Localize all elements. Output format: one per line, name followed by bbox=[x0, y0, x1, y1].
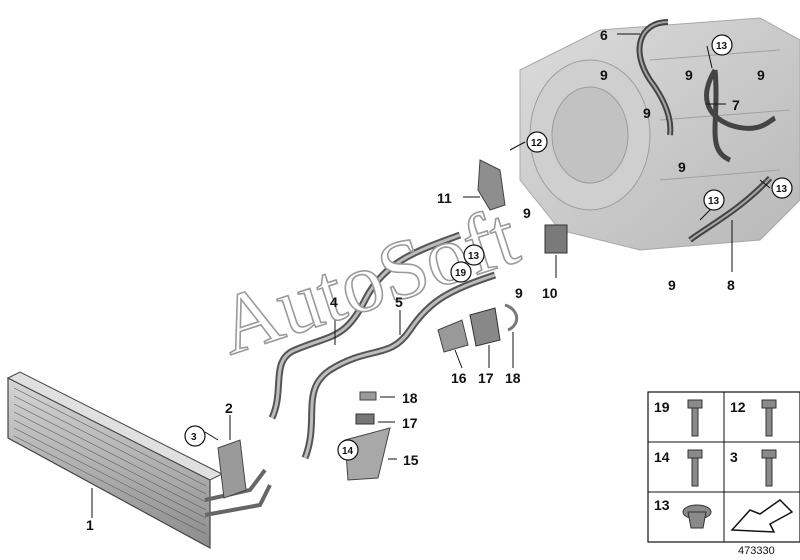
part-labels: 1 2 4 5 6 7 8 9 9 9 9 9 9 9 9 10 11 15 1… bbox=[86, 27, 765, 533]
circled-label-13d: 13 bbox=[468, 251, 480, 262]
bolt-icon-14 bbox=[687, 449, 703, 487]
clamp-18 bbox=[504, 303, 519, 332]
pipe-8 bbox=[688, 175, 773, 243]
label-9a: 9 bbox=[600, 67, 608, 83]
grid-label-19: 19 bbox=[654, 399, 670, 415]
grid-label-3: 3 bbox=[730, 449, 738, 465]
label-9b: 9 bbox=[685, 67, 693, 83]
bolt-icon-12 bbox=[761, 399, 777, 437]
bracket-15 bbox=[344, 427, 391, 481]
label-10: 10 bbox=[542, 285, 558, 301]
arrow-icon bbox=[730, 499, 794, 533]
transmission-housing bbox=[519, 17, 800, 251]
hose-4 bbox=[268, 231, 462, 420]
label-6: 6 bbox=[600, 27, 608, 43]
label-16: 16 bbox=[451, 370, 467, 386]
clamp-small-17 bbox=[355, 413, 375, 425]
label-9f: 9 bbox=[523, 205, 531, 221]
label-2: 2 bbox=[225, 400, 233, 416]
valve-10 bbox=[544, 224, 568, 254]
circled-label-3: 3 bbox=[191, 432, 197, 443]
label-9d: 9 bbox=[643, 105, 651, 121]
label-8: 8 bbox=[727, 277, 735, 293]
hose-5 bbox=[301, 271, 497, 460]
circled-label-12: 12 bbox=[531, 138, 543, 149]
bracket-11 bbox=[477, 159, 506, 211]
label-9e: 9 bbox=[678, 159, 686, 175]
label-4: 4 bbox=[330, 294, 338, 310]
label-18-small: 18 bbox=[402, 390, 418, 406]
nut-icon-13 bbox=[682, 504, 712, 529]
grid-label-13: 13 bbox=[654, 497, 670, 513]
bracket-2 bbox=[217, 439, 247, 499]
circled-label-13b: 13 bbox=[776, 184, 788, 195]
reference-number: 473330 bbox=[738, 545, 775, 557]
bolt-icon-19 bbox=[687, 399, 703, 437]
circled-label-13a: 13 bbox=[716, 41, 728, 52]
label-9c: 9 bbox=[757, 67, 765, 83]
circled-labels bbox=[184, 34, 793, 461]
label-18: 18 bbox=[505, 370, 521, 386]
label-15: 15 bbox=[403, 452, 419, 468]
circled-label-13c: 13 bbox=[708, 196, 720, 207]
clamp-17 bbox=[469, 307, 501, 347]
bolt-icon-3 bbox=[761, 449, 777, 487]
transmission-oil-cooler bbox=[6, 371, 272, 550]
pipe-7 bbox=[704, 68, 777, 163]
label-9g: 9 bbox=[515, 285, 523, 301]
label-17: 17 bbox=[478, 370, 494, 386]
fastener-grid: 19 12 14 3 13 bbox=[647, 391, 800, 543]
label-5: 5 bbox=[395, 294, 403, 310]
watermark-text: AutoSoft bbox=[207, 189, 529, 373]
grid-label-14: 14 bbox=[654, 449, 670, 465]
grid-label-12: 12 bbox=[730, 399, 746, 415]
label-1: 1 bbox=[86, 517, 94, 533]
label-9h: 9 bbox=[668, 277, 676, 293]
pipe-6 bbox=[636, 19, 674, 136]
circled-label-19: 19 bbox=[455, 268, 467, 279]
label-11: 11 bbox=[437, 190, 452, 206]
label-7: 7 bbox=[732, 97, 740, 113]
circled-label-14: 14 bbox=[342, 446, 354, 457]
clamp-16 bbox=[437, 319, 469, 353]
clamp-small-18 bbox=[359, 391, 377, 401]
label-17-small: 17 bbox=[402, 415, 418, 431]
circled-label-texts: 3 12 13 13 13 13 14 19 bbox=[191, 41, 788, 457]
